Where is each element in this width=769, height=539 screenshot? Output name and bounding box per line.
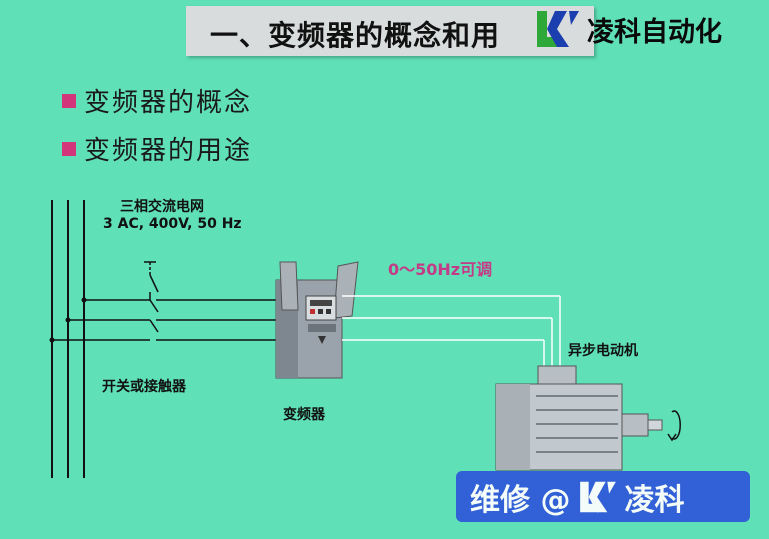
page-title: 一、变频器的概念和用	[210, 19, 501, 52]
brand-name: 凌科自动化	[587, 16, 722, 48]
switch-contactor-symbol	[144, 261, 159, 333]
bullet-label: 变频器的用途	[84, 136, 253, 166]
switch-label: 开关或接触器	[102, 379, 186, 395]
frequency-label: 0～50Hz可调	[388, 260, 493, 279]
motor-label: 异步电动机	[568, 343, 638, 359]
bullet-square-icon	[62, 93, 76, 108]
bullet-concept: 变频器的概念	[62, 82, 252, 119]
title-bar: 一、变频器的概念和用	[186, 6, 594, 56]
inverter-device	[275, 261, 359, 379]
brand: 凌科自动化	[535, 8, 722, 50]
rotation-arrow-icon	[667, 410, 681, 442]
bullet-usage: 变频器的用途	[62, 130, 252, 167]
lk-logo-icon	[537, 11, 579, 47]
watermark-suffix: 凌科	[624, 482, 685, 518]
watermark: 维修 @ 凌科	[456, 471, 750, 522]
supply-label-line2: 3 AC, 400V, 50 Hz	[103, 216, 242, 232]
inverter-label: 变频器	[283, 407, 325, 423]
watermark-prefix: 维修 @	[470, 482, 571, 518]
lk-logo-icon	[580, 481, 617, 512]
async-motor	[495, 365, 663, 471]
supply-label-line1: 三相交流电网	[120, 199, 204, 215]
bullet-square-icon	[62, 141, 76, 156]
bullet-label: 变频器的概念	[84, 88, 253, 118]
